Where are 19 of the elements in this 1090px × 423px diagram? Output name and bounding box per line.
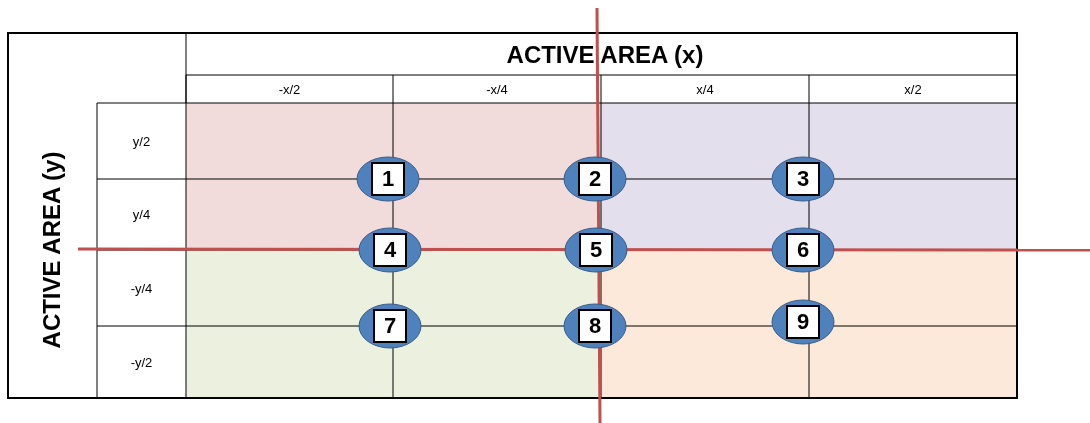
axis-title: ACTIVE AREA (y) [38,151,66,349]
row-header: -y/2 [130,354,153,370]
numbered-marker: 1 [356,156,420,202]
row-header: y/4 [132,207,151,222]
axis-title: ACTIVE AREA (x) [506,41,704,69]
numbered-marker: 7 [358,303,422,349]
column-header: x/4 [696,82,714,97]
row-header: y/2 [132,133,151,149]
column-header: -x/4 [486,82,508,97]
row-header: -y/4 [130,280,153,296]
numbered-marker: 6 [771,227,835,273]
column-header: -x/2 [278,82,301,97]
numbered-marker: 4 [358,227,422,273]
numbered-marker: 5 [564,227,628,273]
numbered-marker: 8 [563,303,627,349]
column-header: x/2 [904,82,922,97]
numbered-marker: 2 [563,156,627,202]
numbered-marker: 3 [771,156,835,202]
numbered-marker: 9 [771,299,835,345]
